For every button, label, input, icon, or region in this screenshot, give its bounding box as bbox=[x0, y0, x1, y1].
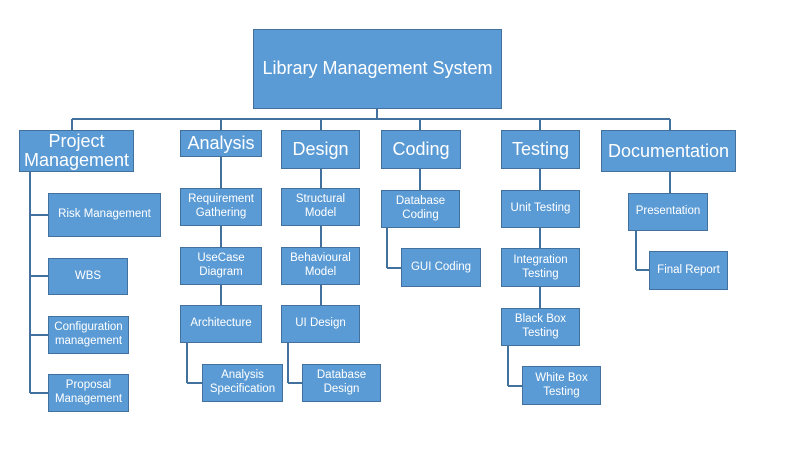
task-label: Architecture bbox=[190, 317, 252, 330]
task-label: WBS bbox=[74, 269, 102, 282]
task-label: Structural Model bbox=[295, 193, 346, 219]
task-configuration-management: Configuration management bbox=[48, 316, 129, 354]
task-wbs: WBS bbox=[48, 258, 128, 295]
task-behavioural-model: Behavioural Model bbox=[281, 247, 360, 285]
phase-label: Project Management bbox=[23, 131, 130, 170]
task-label: Integration Testing bbox=[513, 253, 568, 280]
task-requirement-gathering: Requirement Gathering bbox=[180, 188, 262, 226]
task-label: Configuration management bbox=[54, 321, 123, 347]
task-ui-design: UI Design bbox=[281, 305, 360, 343]
task-database-coding: Database Coding bbox=[381, 190, 460, 228]
task-label: Black Box Testing bbox=[514, 313, 567, 339]
task-label: Database Coding bbox=[395, 195, 446, 221]
phase-design: Design bbox=[281, 130, 360, 169]
task-structural-model: Structural Model bbox=[281, 188, 360, 226]
phase-label: Design bbox=[292, 139, 349, 160]
task-label: Presentation bbox=[635, 205, 701, 218]
phase-coding: Coding bbox=[381, 130, 461, 169]
task-label: Final Report bbox=[657, 263, 720, 276]
task-label: White Box Testing bbox=[535, 371, 588, 398]
task-presentation: Presentation bbox=[628, 193, 708, 231]
task-unit-testing: Unit Testing bbox=[501, 190, 580, 228]
task-integration-testing: Integration Testing bbox=[501, 248, 580, 287]
task-white-box-testing: White Box Testing bbox=[522, 366, 601, 405]
root-node: Library Management System bbox=[253, 29, 502, 109]
phase-label: Coding bbox=[392, 139, 450, 160]
phase-testing: Testing bbox=[501, 130, 580, 169]
task-label: UseCase Diagram bbox=[197, 252, 245, 278]
task-label: Behavioural Model bbox=[290, 252, 351, 278]
task-black-box-testing: Black Box Testing bbox=[501, 308, 580, 346]
task-final-report: Final Report bbox=[649, 251, 728, 290]
task-label: Unit Testing bbox=[510, 202, 571, 215]
task-label: Requirement Gathering bbox=[188, 193, 254, 219]
task-label: GUI Coding bbox=[410, 260, 472, 273]
phase-label: Analysis bbox=[187, 133, 255, 154]
task-label: Proposal Management bbox=[54, 379, 123, 405]
phase-documentation: Documentation bbox=[601, 130, 736, 172]
phase-label: Documentation bbox=[607, 140, 730, 161]
task-label: UI Design bbox=[295, 317, 346, 330]
task-label: Analysis Specification bbox=[209, 369, 276, 395]
task-label: Risk Management bbox=[58, 208, 151, 221]
task-database-design: Database Design bbox=[302, 364, 381, 402]
root-label: Library Management System bbox=[262, 58, 493, 79]
phase-analysis: Analysis bbox=[180, 130, 262, 157]
phase-label: Testing bbox=[511, 139, 570, 160]
task-gui-coding: GUI Coding bbox=[401, 248, 481, 287]
task-proposal-management: Proposal Management bbox=[48, 374, 129, 412]
task-analysis-specification: Analysis Specification bbox=[202, 364, 283, 402]
task-label: Database Design bbox=[316, 369, 367, 395]
task-usecase-diagram: UseCase Diagram bbox=[180, 247, 262, 285]
task-risk-management: Risk Management bbox=[48, 193, 161, 237]
task-architecture: Architecture bbox=[180, 305, 262, 343]
phase-project-management: Project Management bbox=[19, 130, 134, 172]
